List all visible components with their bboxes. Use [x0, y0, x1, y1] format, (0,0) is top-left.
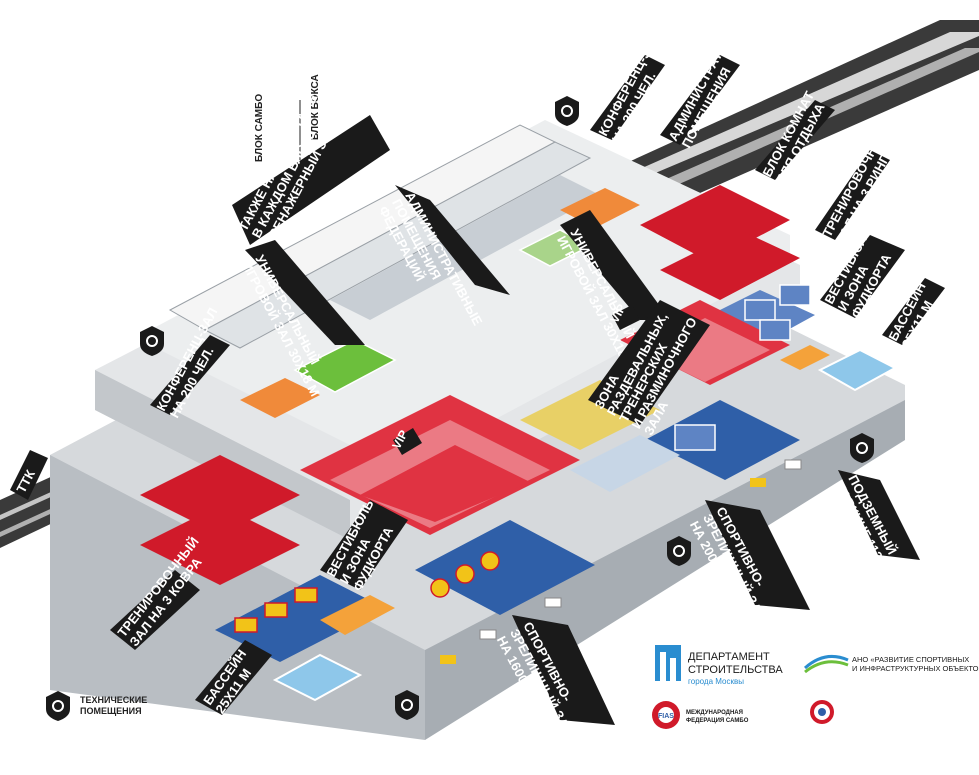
label-parking: ПОДЗЕМНЫЙ ПАРКИНГ 112 МАШИНОМЕСТ — [819, 470, 920, 581]
arena-2000-floor — [645, 400, 800, 480]
arena-1600-mats — [430, 551, 500, 598]
boxing-rings-training — [744, 284, 811, 341]
gear-shield-icon — [667, 536, 691, 566]
legend-text: ТЕХНИЧЕСКИЕ ПОМЕЩЕНИЯ — [80, 695, 150, 716]
football-pitch — [293, 339, 397, 393]
pool-left — [272, 653, 363, 702]
gear-shield-icon — [850, 433, 874, 463]
svg-text:FIAS: FIAS — [658, 713, 674, 720]
label-block-sambo: БЛОК САМБО — [254, 94, 265, 162]
conference-hall-left — [240, 378, 320, 418]
food-court-right — [780, 345, 830, 370]
parking-cars — [440, 459, 802, 664]
label-block-boxing: БЛОК БОКСА — [310, 74, 321, 140]
boxing-ring — [674, 424, 716, 451]
label-conference-top: КОНФЕРЕНЦ-ЗАЛ НА 200 ЧЕЛ. — [590, 27, 677, 145]
logo-ano: АНО «РАЗВИТИЕ СПОРТИВНЫХ И ИНФРАСТРУКТУР… — [803, 654, 979, 674]
label-vip-1: VIP — [607, 302, 640, 330]
legend-gear-shield-icon — [46, 691, 70, 721]
svg-text:ДЕПАРТАМЕНТ СТРОИТЕЛЬСТВ: ДЕПАРТАМЕНТ СТРОИТЕЛЬСТВА города Москвы — [688, 651, 786, 686]
svg-text:МЕЖДУНАРОДНАЯ ФЕДЕРАЦИЯ: МЕЖДУНАРОДНАЯ ФЕДЕРАЦИЯ САМБО — [686, 710, 749, 724]
label-pool-right: БАССЕЙН 25Х11 М — [882, 278, 945, 350]
carpet-floor — [215, 575, 385, 662]
label-vip-2: VIP — [389, 428, 422, 455]
logo-dept-construction: ДЕПАРТАМЕНТ СТРОИТЕЛЬСТВА города Москвы — [655, 645, 786, 686]
gear-shield-icon — [140, 326, 164, 356]
locker-area-2 — [570, 435, 680, 492]
carpet-mats — [234, 587, 318, 633]
arena-1600-floor — [415, 520, 595, 615]
logo-boxing-federation — [810, 700, 834, 724]
legend: ТЕХНИЧЕСКИЕ ПОМЕЩЕНИЯ — [46, 691, 150, 721]
label-changing-zone: ЗОНА РАЗДЕВАЛЬНЫХ, ТРЕНЕРСКИХ И РАЗМИНОЧ… — [588, 300, 710, 438]
food-court-left — [320, 595, 395, 635]
gear-shield-icon — [395, 690, 419, 720]
label-arena-2000: СПОРТИВНО- ЗРЕЛИЩНЫЙ ЗАЛ НА 2000 ЗРИТЕЛЕ… — [687, 500, 810, 636]
svg-text:КОНФЕРЕНЦ-ЗАЛ НА 200 ЧЕЛ: КОНФЕРЕНЦ-ЗАЛ НА 200 ЧЕЛ. — [595, 27, 677, 145]
gear-shield-icon — [555, 96, 579, 126]
svg-text:АНО «РАЗВИТИЕ СПОРТИВНЫХ: АНО «РАЗВИТИЕ СПОРТИВНЫХ И ИНФРАСТРУКТУР… — [852, 655, 979, 673]
red-rooms-left — [140, 455, 300, 585]
pool-right — [817, 348, 898, 392]
logo-fias: FIAS МЕЖДУНАРОДНАЯ ФЕДЕРАЦИЯ САМБО — [652, 701, 749, 729]
